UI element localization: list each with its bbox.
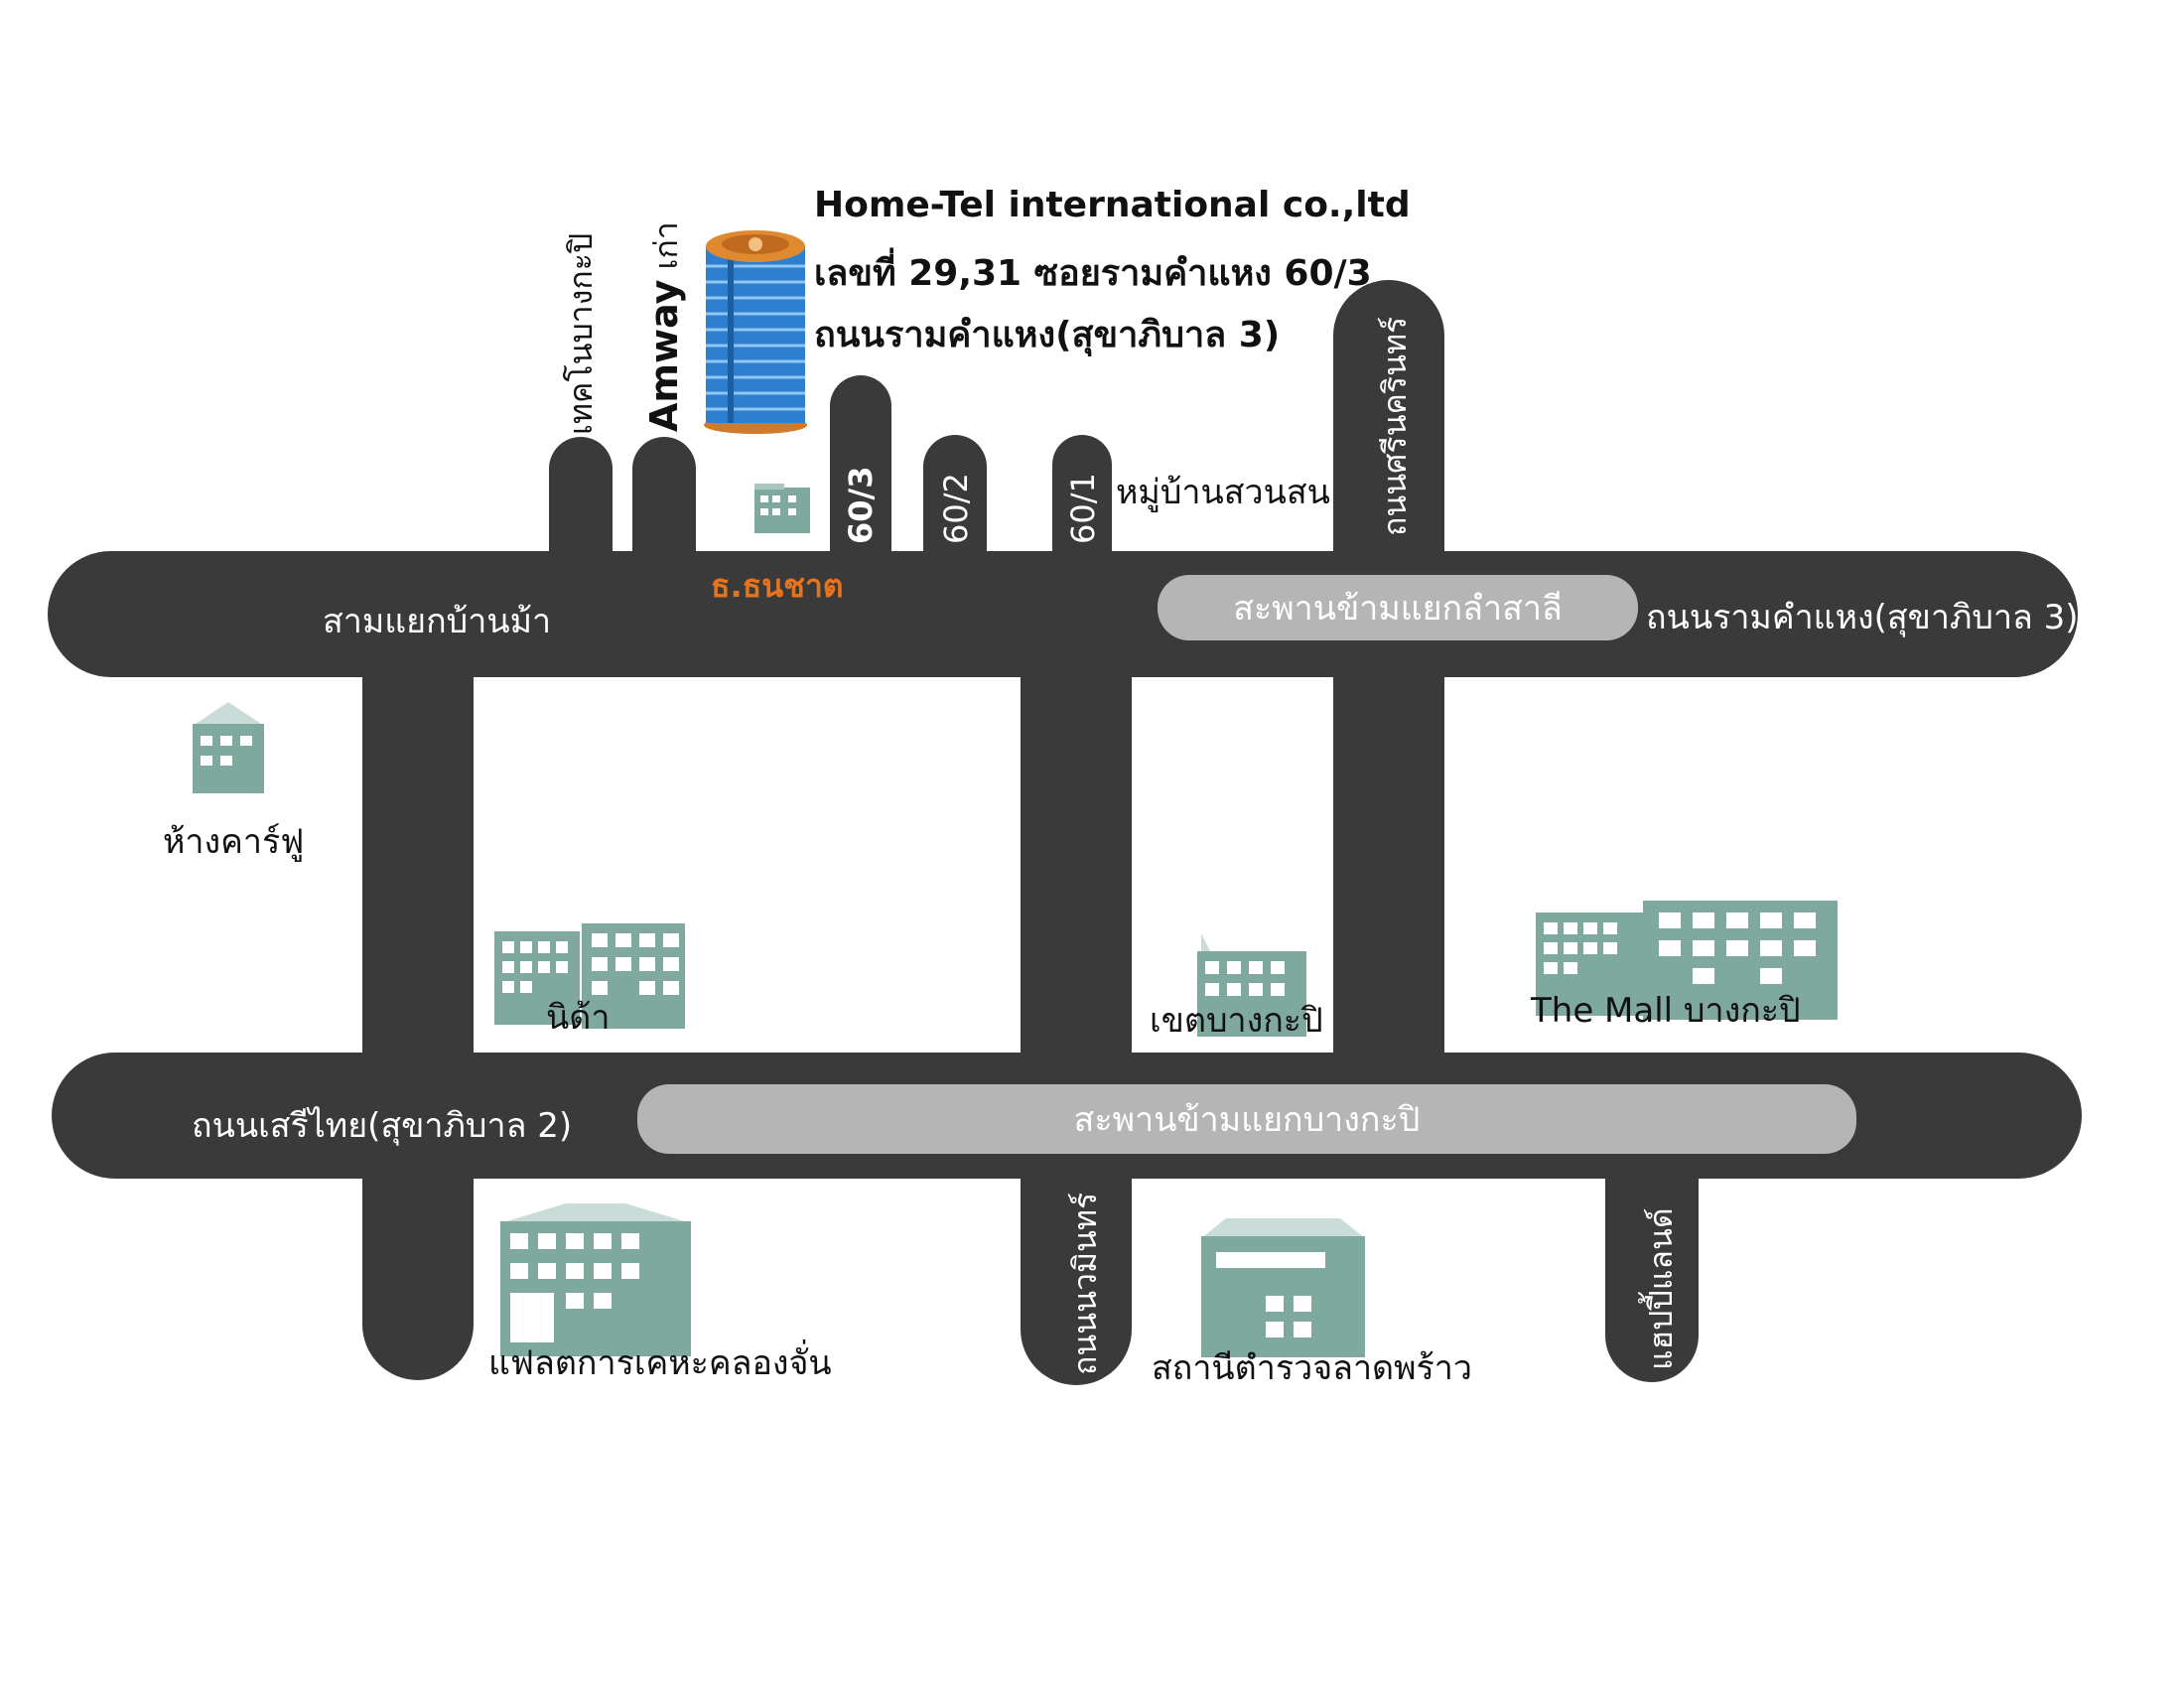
- bridge-lam-sali: สะพานข้ามแยกลำสาลี: [1158, 575, 1638, 640]
- label-amway-suffix: เก่า: [647, 221, 685, 270]
- office-building-icon: [1536, 901, 1838, 1020]
- soi-amway: [632, 437, 696, 586]
- label-amway: Amway เก่า: [641, 221, 692, 432]
- bridge-bangkapi: สะพานข้ามแยกบางกะปิ: [637, 1084, 1856, 1154]
- road-srinakarin: [1333, 280, 1444, 1074]
- label-police-lat-phrao: สถานีตำรวจลาดพร้าว: [1152, 1348, 1472, 1388]
- label-serithai: ถนนเสรีไทย(สุขาภิบาล 2): [192, 1106, 573, 1146]
- label-soi-60-2: 60/2: [937, 473, 975, 544]
- label-sam-yaek-ban-ma: สามแยกบ้านม้า: [323, 602, 552, 641]
- company-name: Home-Tel international co.,ltd: [814, 185, 1411, 225]
- label-soi-60-1: 60/1: [1064, 473, 1102, 544]
- office-building-icon: [494, 923, 685, 1029]
- label-moo-ban-suan-son: หมู่บ้านสวนสน: [1116, 473, 1330, 512]
- bridge-bangkapi-label: สะพานข้ามแยกบางกะปิ: [1073, 1100, 1421, 1140]
- soi-60-2: [923, 435, 987, 574]
- label-soi-60-3: 60/3: [842, 466, 880, 544]
- soi-60-1: [1052, 435, 1112, 574]
- label-amway-name: Amway: [642, 279, 686, 432]
- label-nida: นิด้า: [546, 998, 611, 1038]
- company-address-line2: ถนนรามคำแหง(สุขาภิบาล 3): [814, 315, 1281, 355]
- office-building-icon: [500, 1203, 691, 1356]
- label-bank: ธ.ธนชาต: [711, 567, 844, 605]
- building-icon: [754, 484, 810, 533]
- road-happy-land: [1605, 1112, 1699, 1382]
- label-ramkhamhaeng: ถนนรามคำแหง(สุขาภิบาล 3): [1646, 598, 2079, 637]
- label-nawamin: ถนนนวมินทร์: [1066, 1192, 1104, 1375]
- building-icon: [1201, 1218, 1365, 1357]
- soi-tech-bangkapi: [549, 437, 613, 586]
- tower-icon: [704, 230, 807, 434]
- label-happy-land: แฮปปี้แลนด์: [1642, 1207, 1680, 1370]
- label-the-mall: The Mall บางกะปิ: [1531, 991, 1801, 1031]
- bridge-lam-sali-label: สะพานข้ามแยกลำสาลี: [1233, 589, 1563, 629]
- company-address-line1: เลขที่ 29,31 ซอยรามคำแหง 60/3: [814, 253, 1372, 294]
- label-khet-bangkapi: เขตบางกะปิ: [1150, 1001, 1323, 1041]
- label-tech-bangkapi: เทคโนบางกะปิ: [562, 232, 600, 435]
- building-icon: [1197, 933, 1306, 1037]
- label-carrefour: ห้างคาร์ฟู: [163, 822, 305, 862]
- road-middle-vertical: [1021, 635, 1132, 1385]
- road-left-vertical: [362, 635, 474, 1380]
- soi-60-3: [830, 375, 891, 574]
- label-srinakarin: ถนนศรีนครินทร์: [1376, 316, 1414, 536]
- building-icon: [193, 702, 264, 793]
- label-flat-khlong-chan: แฟลตการเคหะคลองจั่น: [488, 1343, 832, 1383]
